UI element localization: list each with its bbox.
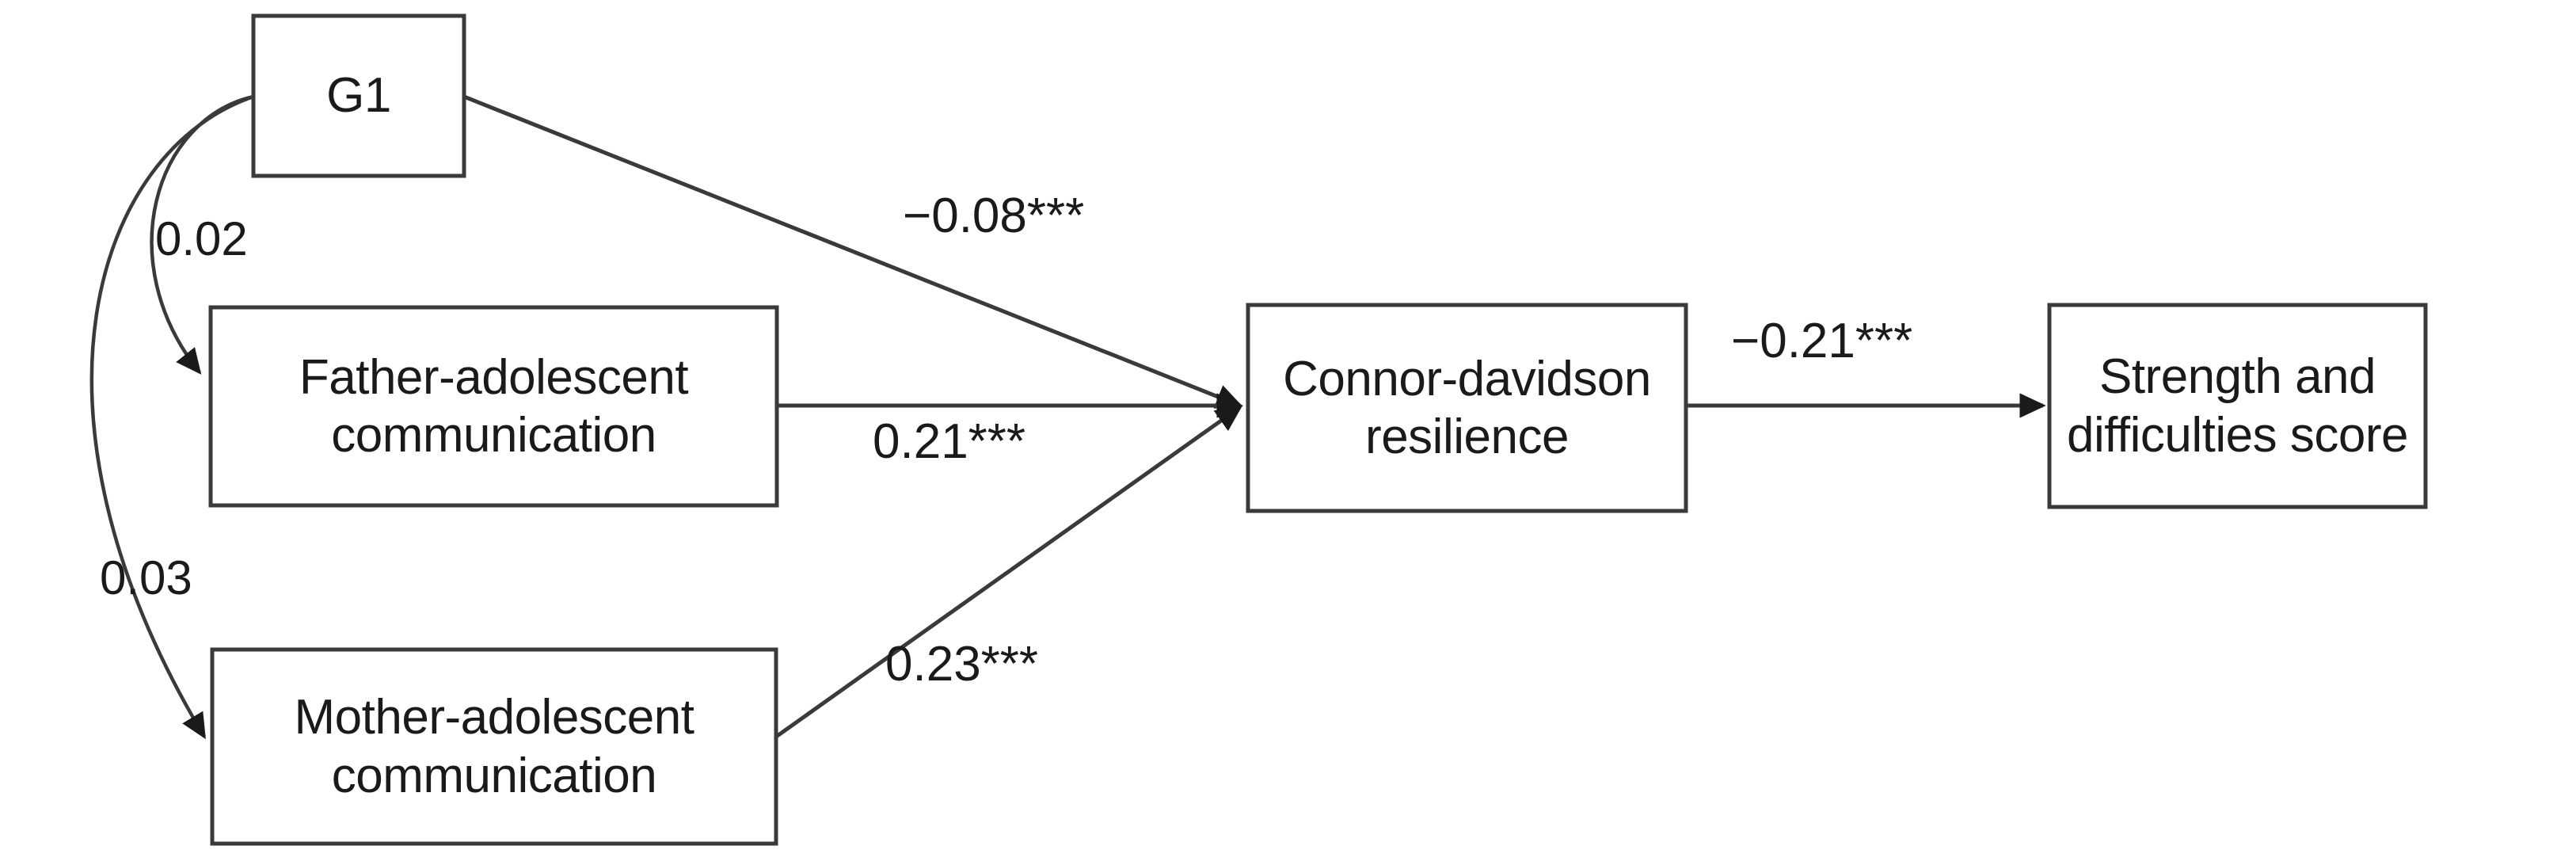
node-box-g1[interactable] (251, 13, 466, 178)
node-box-mother[interactable] (210, 647, 778, 846)
node-box-resilience[interactable] (1246, 303, 1688, 513)
node-box-sdq[interactable] (2047, 303, 2428, 509)
edge-g1-resilience (463, 94, 1243, 409)
edge-mother-resilience (763, 405, 1243, 747)
edge-g1-mother-curve (89, 94, 254, 740)
node-box-father[interactable] (208, 305, 779, 508)
